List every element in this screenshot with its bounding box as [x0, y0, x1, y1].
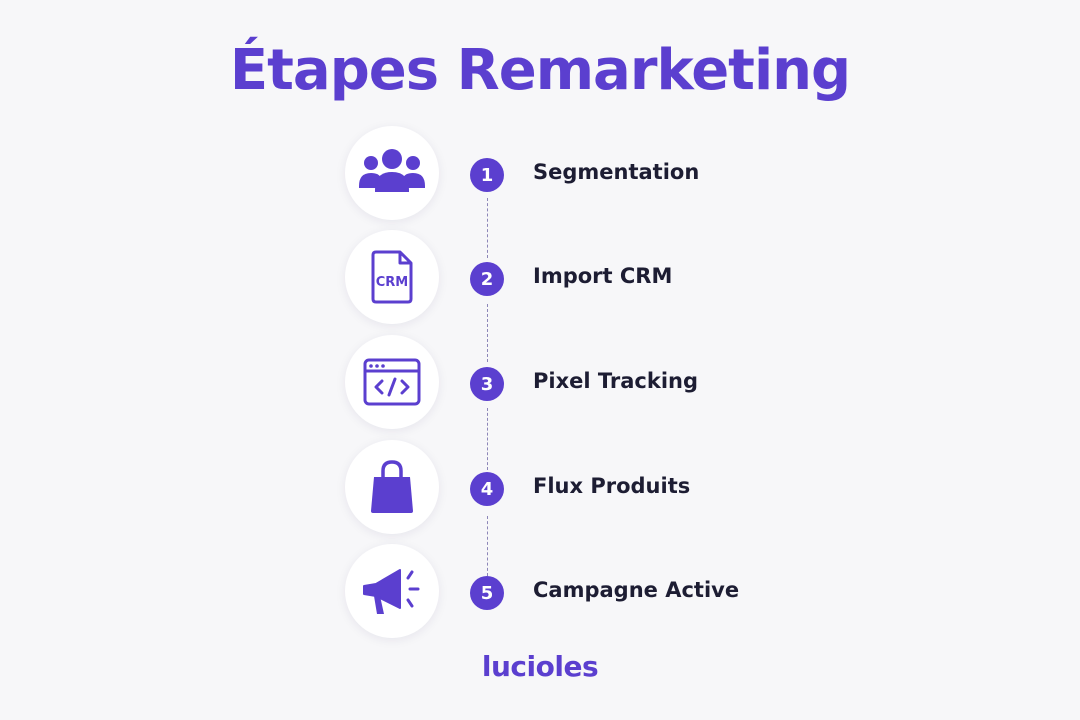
users-group-icon: [359, 149, 425, 192]
megaphone-icon: [363, 569, 420, 614]
step-label: Import CRM: [533, 264, 673, 288]
step-import-crm: CRM 2 Import CRM: [345, 230, 805, 324]
step-label: Campagne Active: [533, 578, 740, 602]
step-campagne-active: 5 Campagne Active: [345, 544, 805, 638]
connector-line: [487, 408, 488, 470]
step-flux-produits: 4 Flux Produits: [345, 440, 805, 534]
icon-circle: [345, 544, 439, 638]
step-number: 1: [470, 158, 504, 192]
icon-circle: CRM: [345, 230, 439, 324]
step-number: 4: [470, 472, 504, 506]
connector-line: [487, 516, 488, 576]
brand-logo: lucioles: [481, 650, 599, 683]
step-number: 2: [470, 262, 504, 296]
shopping-bag-icon: [371, 460, 413, 513]
step-pixel-tracking: 3 Pixel Tracking: [345, 335, 805, 429]
connector-line: [487, 304, 488, 362]
step-number: 5: [470, 576, 504, 610]
crm-icon-text: CRM: [376, 275, 409, 290]
crm-file-icon: CRM: [371, 250, 413, 304]
icon-circle: [345, 335, 439, 429]
page-title: Étapes Remarketing: [229, 38, 851, 103]
connector-line: [487, 198, 488, 258]
step-label: Segmentation: [533, 160, 700, 184]
step-label: Flux Produits: [533, 474, 691, 498]
icon-circle: [345, 440, 439, 534]
step-segmentation: 1 Segmentation: [345, 126, 805, 220]
step-label: Pixel Tracking: [533, 369, 699, 393]
step-number: 3: [470, 367, 504, 401]
code-window-icon: [363, 358, 421, 406]
icon-circle: [345, 126, 439, 220]
